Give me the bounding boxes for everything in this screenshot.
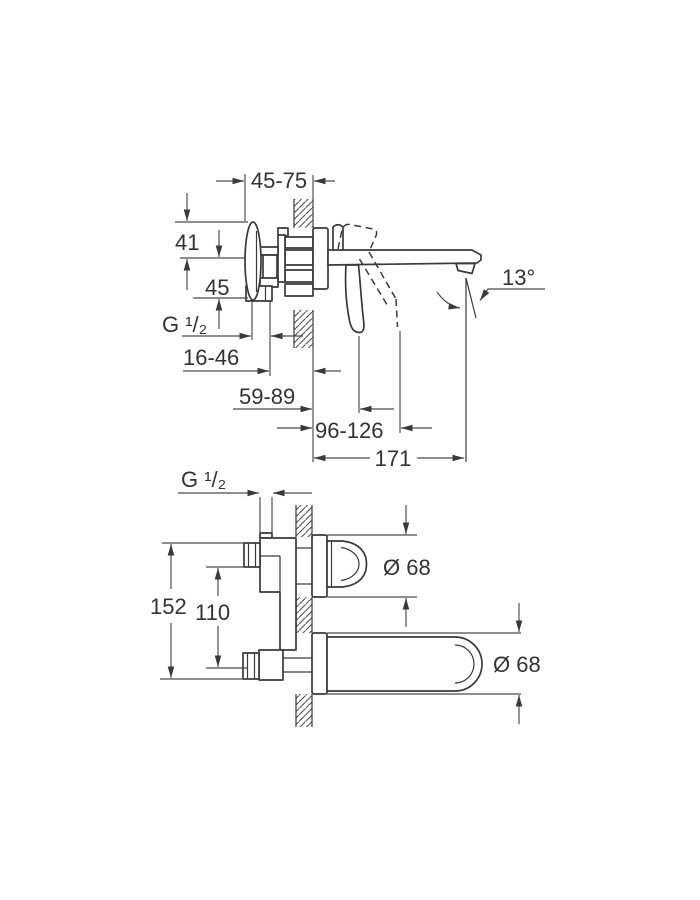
dim-stream-angle: 13°	[502, 265, 535, 290]
dim-port-spacing-group: 110	[195, 566, 248, 669]
dim-wall-to-lever-closed: 59-89	[239, 384, 295, 409]
dim-lower-escutcheon-group: Ø 68	[327, 603, 541, 724]
side-view-drawing: 13° 45-75 41 45 G ¹/₂	[162, 168, 545, 471]
spout-plan	[326, 636, 483, 692]
thread-label-plan: G ¹/₂	[181, 467, 226, 492]
dim-thread-group-plan: G ¹/₂	[178, 467, 312, 533]
dim-depth-range-group: 45-75	[216, 168, 335, 221]
dim-upper-escutcheon-group: Ø 68	[327, 505, 431, 627]
lever-closed	[344, 264, 365, 334]
dim-spout-reach-group: 171	[314, 446, 464, 471]
spout-escutcheon-plan	[311, 632, 328, 695]
dim-overall-height: 152	[150, 594, 187, 619]
stream-line	[465, 277, 477, 319]
cartridge-cap	[244, 221, 262, 301]
handle-escutcheon-plan	[311, 534, 328, 598]
wall-section-plan	[295, 505, 313, 727]
thread-label-side: G ¹/₂	[162, 312, 207, 337]
concealed-mixer-body	[244, 221, 314, 302]
wall-escutcheon-plate	[312, 227, 329, 290]
plan-view-drawing: G ¹/₂ 152 110 Ø 68 Ø 68	[150, 467, 541, 727]
spout-supply-pipe	[283, 657, 312, 673]
dim-spout-reach: 171	[375, 446, 412, 471]
dim-thread-group-side: G ¹/₂	[162, 301, 303, 376]
dim-upper-height: 41	[175, 230, 199, 255]
dim-lever-open-group: 96-126	[277, 418, 432, 443]
dim-port-spacing: 110	[195, 600, 230, 625]
dim-lever-closed-group: 59-89	[233, 384, 394, 413]
stream-angle-annotation: 13°	[436, 265, 545, 462]
spout-side	[327, 249, 482, 275]
dim-wall-to-lever-open: 96-126	[315, 418, 384, 443]
aerator	[455, 262, 476, 275]
dim-union-to-wall-group: 16-46	[183, 345, 341, 375]
dim-depth-range: 45-75	[251, 168, 307, 193]
dim-lower-height: 45	[205, 275, 229, 300]
bottom-union-nut	[242, 652, 260, 680]
dim-upper-escutcheon-dia: Ø 68	[383, 555, 431, 580]
dim-lower-escutcheon-dia: Ø 68	[493, 652, 541, 677]
dim-heights-group: 41 45	[175, 193, 248, 329]
handle-knob-plan	[326, 540, 368, 588]
top-union-nut	[243, 542, 261, 568]
wall-section	[293, 199, 314, 348]
dim-overall-height-group: 152	[150, 542, 252, 680]
concealed-body-plan	[242, 532, 312, 681]
lever-pivot	[332, 223, 344, 251]
lever-open-dashed	[337, 223, 399, 328]
dim-union-to-wall: 16-46	[183, 345, 239, 370]
